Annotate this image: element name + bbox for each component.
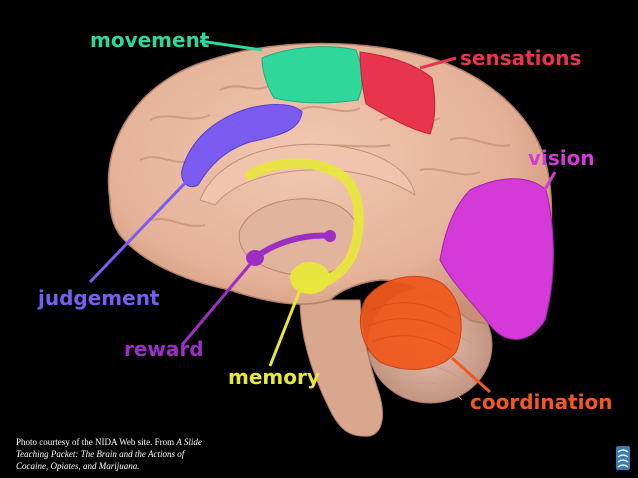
sensations-region — [359, 51, 436, 135]
sensations-leader — [419, 56, 457, 70]
photo-credit: Photo courtesy of the NIDA Web site. Fro… — [16, 436, 216, 472]
coordination-leader — [450, 356, 492, 394]
reward-node-vta — [324, 230, 336, 242]
movement-leader — [199, 39, 263, 52]
label-vision: vision — [528, 146, 595, 170]
memory-leader — [268, 289, 302, 367]
label-movement: movement — [90, 28, 210, 52]
credit-prefix: Photo courtesy of the NIDA Web site. Fro… — [16, 437, 177, 447]
reward-leader — [180, 261, 254, 346]
label-reward: reward — [124, 337, 204, 361]
label-memory: memory — [228, 365, 320, 389]
corpus-callosum — [199, 143, 416, 206]
judgement-region — [181, 104, 303, 187]
credit-title: A Slide Teaching Packet: The Brain and t… — [16, 437, 202, 471]
vision-region — [439, 178, 554, 340]
label-coordination: coordination — [470, 390, 613, 414]
judgement-leader — [88, 178, 190, 284]
coordination-region — [359, 275, 462, 370]
vision-leader — [534, 171, 557, 206]
movement-region — [261, 46, 363, 104]
memory-region — [245, 158, 364, 292]
label-judgement: judgement — [38, 286, 160, 310]
memory-hippocampus — [290, 262, 330, 294]
nida-logo-icon — [616, 446, 630, 470]
label-sensations: sensations — [460, 46, 582, 70]
